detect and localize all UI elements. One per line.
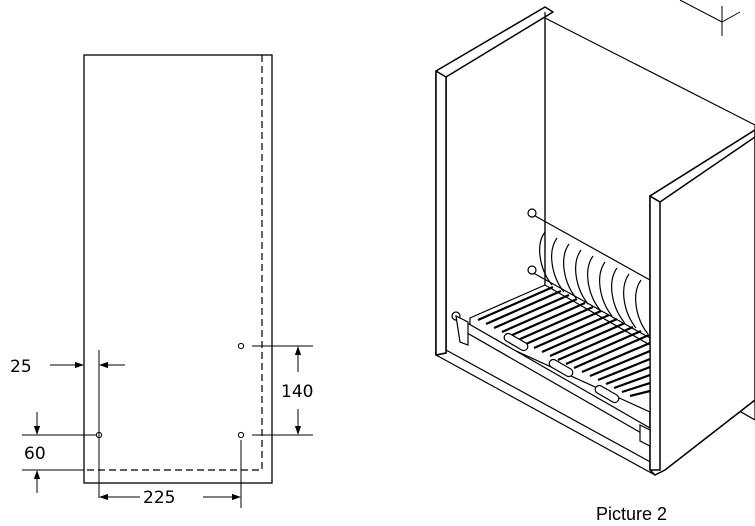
cabinet-right-panel-top (649, 129, 755, 203)
plate-wire-8 (623, 273, 637, 329)
plate-wire-7 (611, 267, 625, 323)
tray-roller-1 (503, 332, 529, 352)
tray-roller-2 (548, 358, 574, 378)
dimension-60-label: 60 (24, 444, 46, 464)
plate-wire-4 (575, 249, 589, 305)
plate-rack (527, 208, 651, 339)
plate-wire-3 (563, 243, 577, 299)
plate-wire-9 (635, 279, 649, 335)
side-panel-outline (83, 54, 273, 484)
tray-roller-3 (594, 384, 620, 404)
plate-rack-top-rail (527, 211, 651, 281)
mounting-hole-bottom-right (237, 431, 245, 439)
tray-right-bracket (639, 424, 651, 447)
dimension-60 (22, 412, 97, 493)
tray-left-bracket (455, 314, 469, 346)
plate-wire-1 (539, 231, 553, 286)
plate-wire-2 (551, 237, 565, 293)
plate-wire-5 (587, 255, 601, 311)
plate-rack-top-knob (527, 208, 537, 218)
mounting-hole-top (237, 342, 245, 350)
dimension-25 (50, 350, 125, 498)
cup-rack-tray (451, 284, 651, 447)
dimension-25-label: 25 (10, 357, 32, 377)
side-panel-drawing (83, 54, 273, 484)
dimension-225-label: 225 (143, 488, 175, 508)
plate-rack-bottom-knob (527, 265, 537, 275)
dimension-140-label: 140 (281, 382, 313, 402)
cabinet-right-panel-front (649, 195, 661, 471)
picture-caption: Picture 2 (596, 504, 667, 524)
dimension-225 (99, 440, 242, 508)
plate-rack-bottom-rail (527, 269, 651, 339)
plate-wire-6 (599, 261, 613, 317)
tray-wire-pattern (477, 285, 651, 398)
dimension-140 (252, 345, 313, 436)
cabinet-left-panel-front (435, 70, 447, 356)
groove-dashed-line (84, 55, 263, 471)
top-dimension-fragment (679, 0, 741, 36)
